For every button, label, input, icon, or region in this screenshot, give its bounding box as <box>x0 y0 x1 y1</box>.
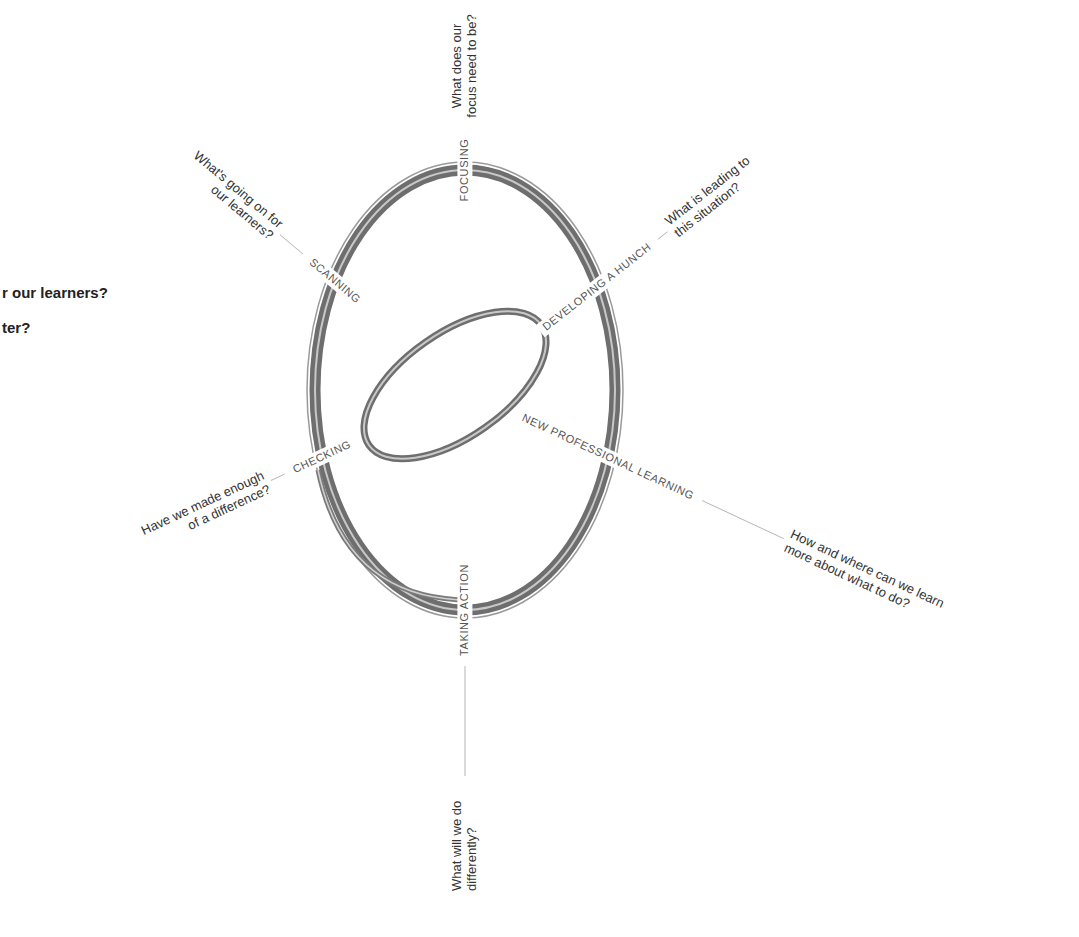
question-text: What's going on for our learners? <box>167 137 286 243</box>
inner-loop <box>339 282 571 488</box>
question-text: What is leading to this situation? <box>662 143 775 240</box>
cut-off-text: ter? <box>2 319 30 336</box>
leader-line <box>702 501 784 539</box>
outer-ring-edge <box>307 162 623 618</box>
leader-line <box>658 232 667 239</box>
leader-lines <box>271 232 784 776</box>
spiral-ring <box>307 162 623 618</box>
ring-highlight <box>315 170 615 610</box>
question-text: Have we made enough of a difference? <box>129 469 273 557</box>
stage-label: NEW PROFESSIONAL LEARNING <box>515 408 701 506</box>
question-text: What does our focus need to be? <box>450 10 480 122</box>
question-text: How and where can we learn more about wh… <box>782 527 967 634</box>
cut-off-text: r our learners? <box>2 284 108 301</box>
leader-line <box>280 235 303 254</box>
stage-label: CHECKING <box>286 434 358 479</box>
leader-line <box>271 474 285 480</box>
leader-line <box>465 666 466 776</box>
stage-label: DEVELOPING A HUNCH <box>536 236 659 337</box>
spiral-tail <box>318 470 470 600</box>
ring-band <box>315 170 615 610</box>
stage-label: FOCUSING <box>457 134 472 207</box>
inner-loop-highlight <box>339 282 571 488</box>
stage-label: SCANNING <box>302 252 368 310</box>
question-text: What will we do differently? <box>450 781 480 891</box>
stage-label: TAKING ACTION <box>457 559 472 661</box>
spiral-tail-highlight <box>318 470 470 600</box>
